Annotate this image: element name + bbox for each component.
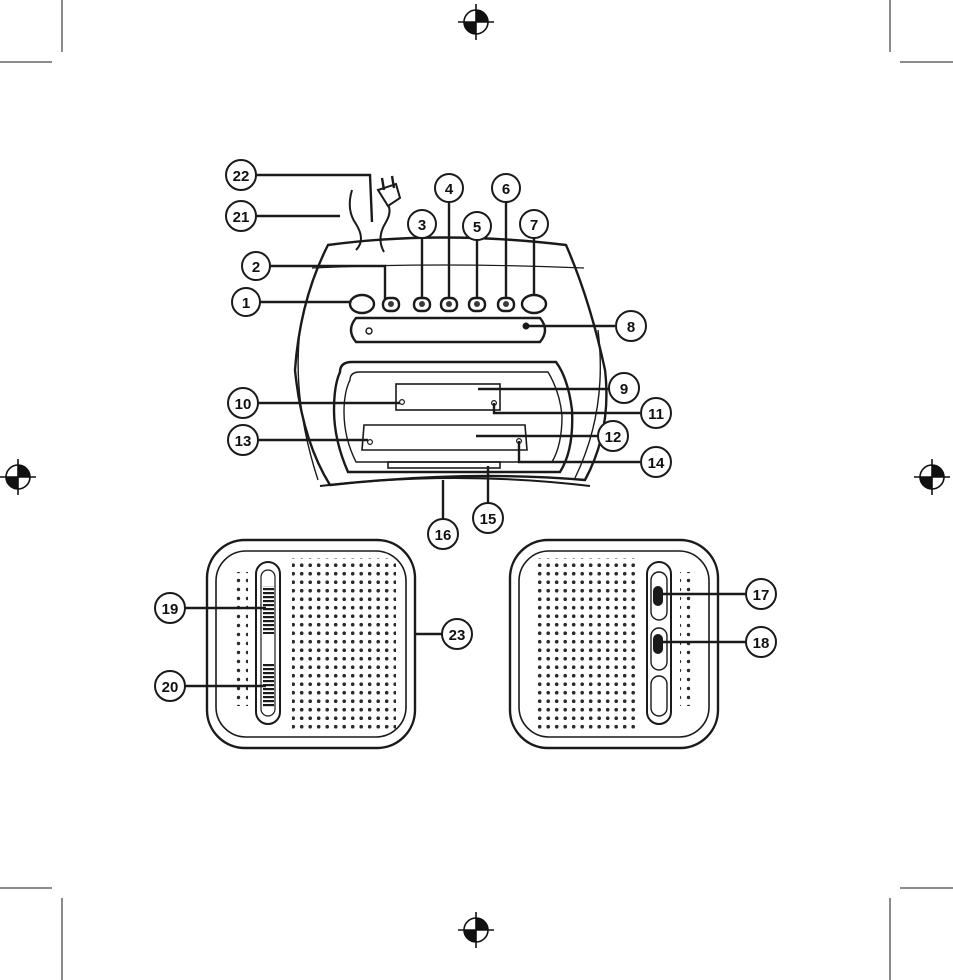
svg-text:2: 2 <box>252 259 260 276</box>
button-5 <box>469 298 485 311</box>
callout-13: 13 <box>228 425 258 455</box>
svg-text:7: 7 <box>530 217 538 234</box>
registration-mark-icon <box>0 459 36 495</box>
callout-1: 1 <box>232 288 260 316</box>
callout-12: 12 <box>598 421 628 451</box>
callout-4: 4 <box>435 174 463 202</box>
svg-text:1: 1 <box>242 295 250 312</box>
registration-mark-icon <box>914 459 950 495</box>
svg-text:11: 11 <box>648 406 664 423</box>
button-6 <box>498 298 514 311</box>
button-1 <box>350 295 374 313</box>
svg-text:14: 14 <box>648 455 665 472</box>
callout-10: 10 <box>228 388 258 418</box>
svg-text:23: 23 <box>449 627 466 644</box>
svg-text:9: 9 <box>620 381 628 398</box>
tuning-wheel <box>263 586 274 634</box>
svg-text:13: 13 <box>235 433 252 450</box>
callout-5: 5 <box>463 212 491 240</box>
callout-8: 8 <box>616 311 646 341</box>
svg-text:10: 10 <box>235 396 252 413</box>
callout-15: 15 <box>473 503 503 533</box>
callout-20: 20 <box>155 671 185 701</box>
svg-text:3: 3 <box>418 217 426 234</box>
svg-text:19: 19 <box>162 601 179 618</box>
registration-mark-icon <box>458 912 494 948</box>
svg-text:8: 8 <box>627 319 635 336</box>
callout-9: 9 <box>609 373 639 403</box>
button-7 <box>522 295 546 313</box>
callout-17: 17 <box>746 579 776 609</box>
button-3 <box>414 298 430 311</box>
callout-6: 6 <box>492 174 520 202</box>
callout-18: 18 <box>746 627 776 657</box>
snooze-bar <box>351 318 545 342</box>
svg-text:4: 4 <box>445 181 454 198</box>
callout-22: 22 <box>226 160 256 190</box>
callout-19: 19 <box>155 593 185 623</box>
svg-text:20: 20 <box>162 679 179 696</box>
callout-21: 21 <box>226 201 256 231</box>
callout-3: 3 <box>408 210 436 238</box>
svg-text:18: 18 <box>753 635 770 652</box>
svg-text:12: 12 <box>605 429 622 446</box>
callout-7: 7 <box>520 210 548 238</box>
callout-2: 2 <box>242 252 270 280</box>
right-side-panel <box>510 540 718 748</box>
svg-text:15: 15 <box>480 511 497 528</box>
switch-17 <box>653 586 663 606</box>
svg-text:5: 5 <box>473 219 481 236</box>
svg-text:16: 16 <box>435 527 452 544</box>
svg-text:21: 21 <box>233 209 250 226</box>
switch-18 <box>653 634 663 654</box>
svg-text:6: 6 <box>502 181 510 198</box>
callout-23: 23 <box>442 619 472 649</box>
callout-16: 16 <box>428 519 458 549</box>
left-side-panel <box>207 540 415 748</box>
callout-14: 14 <box>641 447 671 477</box>
registration-mark-icon <box>458 4 494 40</box>
svg-text:22: 22 <box>233 168 250 185</box>
svg-text:17: 17 <box>753 587 770 604</box>
button-4 <box>441 298 457 311</box>
display-window <box>334 362 572 472</box>
callout-11: 11 <box>641 398 671 428</box>
